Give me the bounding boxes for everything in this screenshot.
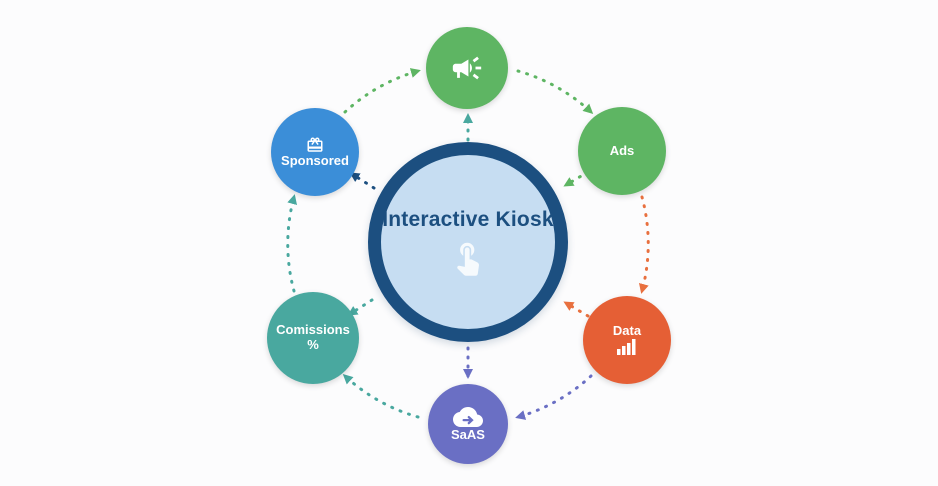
node-label: Sponsored [281, 152, 349, 168]
node-sponsored: Sponsored [271, 108, 359, 196]
node-label: SaAS [451, 426, 485, 442]
node-label: Ads [609, 142, 635, 158]
hub-interactive-kiosk: Interactive Kiosk [368, 142, 568, 342]
node-label: Comissions % [276, 322, 350, 352]
node-saas: SaAS [428, 384, 508, 464]
bar-chart-icon [616, 338, 638, 356]
node-ads: Ads [578, 107, 666, 195]
touch-icon [457, 242, 479, 276]
hub-label: Interactive Kiosk [382, 208, 554, 231]
megaphone-icon [450, 51, 484, 85]
gift-icon [306, 136, 324, 154]
node-label: Data [612, 322, 642, 338]
node-data: Data [583, 296, 671, 384]
cloud-icon [453, 406, 483, 428]
node-promotion [426, 27, 508, 109]
node-commissions: Comissions % [267, 292, 359, 384]
